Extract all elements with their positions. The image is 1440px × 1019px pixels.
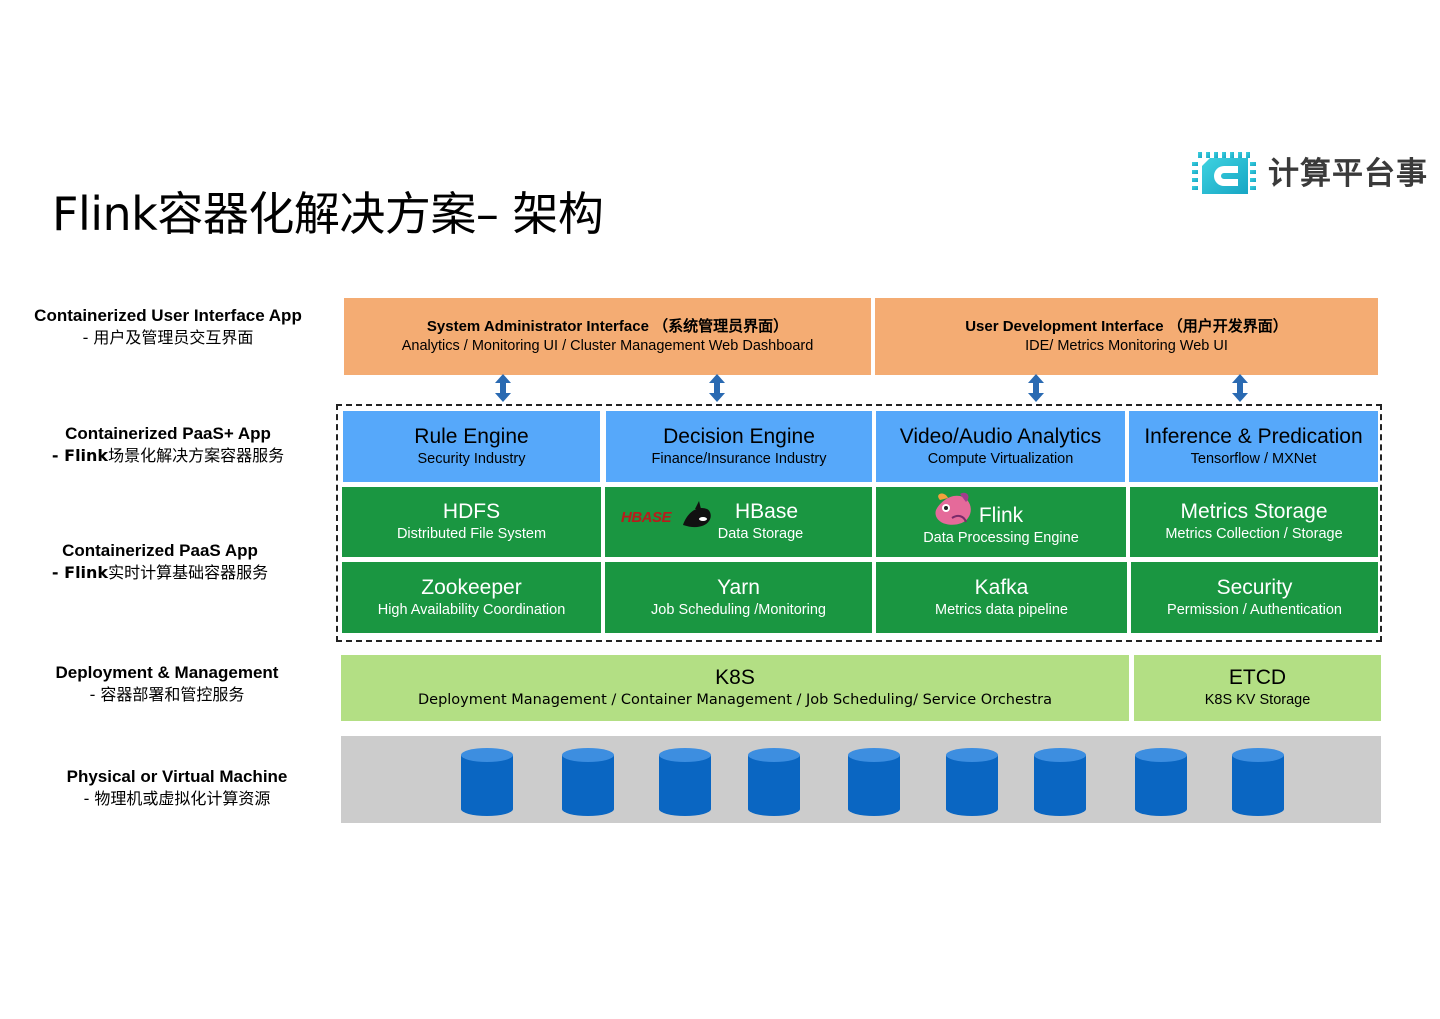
layer-label-subtitle: - 物理机或虚拟化计算资源 [83, 789, 271, 808]
user-development-interface-box: User Development Interface （用户开发界面） IDE/… [875, 298, 1378, 375]
database-cylinder-icon [659, 748, 711, 816]
layer-label-prefix: - Flink [51, 446, 109, 465]
box-subtitle: Distributed File System [396, 526, 547, 542]
security-box: Security Permission / Authentication [1131, 562, 1378, 633]
chip-c-logo-icon [1192, 152, 1256, 194]
double-arrow-icon [709, 374, 725, 402]
box-subtitle: Metrics Collection / Storage [1165, 526, 1343, 542]
flink-box: Flink Data Processing Engine [876, 487, 1126, 557]
box-title: User Development Interface （用户开发界面） [965, 318, 1288, 335]
layer-label-title: Physical or Virtual Machine [66, 767, 288, 786]
hbase-logo-text: HBASE [621, 509, 672, 526]
box-subtitle: Permission / Authentication [1167, 601, 1342, 618]
box-subtitle: Data Storage [717, 526, 804, 542]
database-cylinder-icon [562, 748, 614, 816]
layer-label-ui: Containerized User Interface App - 用户及管理… [8, 305, 328, 349]
box-subtitle: Analytics / Monitoring UI / Cluster Mana… [401, 338, 814, 354]
box-subtitle: Metrics data pipeline [935, 601, 1068, 618]
database-cylinder-icon [848, 748, 900, 816]
logo-text: 计算平台事 [1268, 156, 1428, 192]
database-cylinder-icon [946, 748, 998, 816]
box-title: Yarn [717, 575, 760, 599]
database-cylinder-icon [748, 748, 800, 816]
box-title: Rule Engine [414, 424, 529, 448]
database-cylinder-icon [1034, 748, 1086, 816]
rule-engine-box: Rule Engine Security Industry [343, 411, 600, 482]
box-title: Kafka [974, 575, 1029, 599]
box-title: ETCD [1228, 666, 1287, 689]
database-cylinder-icon [461, 748, 513, 816]
k8s-box: K8S Deployment Management / Container Ma… [341, 655, 1129, 721]
layer-label-prefix: - Flink [51, 563, 109, 582]
video-audio-analytics-box: Video/Audio Analytics Compute Virtualiza… [876, 411, 1125, 482]
box-subtitle: K8S KV Storage [1204, 692, 1311, 708]
hbase-logo: HBASE [621, 501, 713, 533]
double-arrow-icon [1232, 374, 1248, 402]
box-subtitle: Finance/Insurance Industry [651, 450, 827, 467]
layer-label-subtitle: 实时计算基础容器服务 [108, 563, 269, 582]
containerized-paas-group [336, 404, 1382, 642]
double-arrow-icon [1028, 374, 1044, 402]
box-title: Flink [978, 504, 1024, 527]
layer-label-subtitle: 场景化解决方案容器服务 [108, 446, 285, 465]
box-title: Security [1216, 575, 1293, 599]
box-title: Inference & Predication [1144, 424, 1363, 448]
layer-label-deploy: Deployment & Management - 容器部署和管控服务 [7, 662, 327, 706]
inference-predication-box: Inference & Predication Tensorflow / MXN… [1129, 411, 1378, 482]
box-title: Zookeeper [421, 575, 522, 599]
layer-label-title: Containerized PaaS App [62, 541, 258, 560]
box-subtitle: Deployment Management / Container Manage… [417, 692, 1053, 708]
layer-label-title: Containerized User Interface App [34, 306, 302, 325]
box-title: HDFS [442, 500, 501, 523]
layer-label-subtitle: - 用户及管理员交互界面 [82, 328, 254, 347]
box-subtitle: Data Processing Engine [923, 530, 1079, 546]
system-admin-interface-box: System Administrator Interface （系统管理员界面）… [344, 298, 871, 375]
etcd-box: ETCD K8S KV Storage [1134, 655, 1381, 721]
layer-label-machine: Physical or Virtual Machine - 物理机或虚拟化计算资… [17, 766, 337, 810]
database-cylinder-icon [1135, 748, 1187, 816]
box-subtitle: Job Scheduling /Monitoring [651, 601, 826, 618]
box-subtitle: Compute Virtualization [927, 450, 1074, 467]
metrics-storage-box: Metrics Storage Metrics Collection / Sto… [1130, 487, 1378, 557]
box-title: K8S [715, 666, 755, 689]
box-title: System Administrator Interface （系统管理员界面） [426, 318, 789, 335]
box-title: HBase [734, 500, 799, 523]
layer-label-paas: Containerized PaaS App - Flink实时计算基础容器服务 [0, 540, 320, 584]
box-title: Metrics Storage [1180, 500, 1328, 523]
box-title: Decision Engine [663, 424, 815, 448]
box-title: Video/Audio Analytics [899, 424, 1102, 448]
layer-label-subtitle: - 容器部署和管控服务 [89, 685, 245, 704]
box-subtitle: Security Industry [417, 450, 526, 467]
orca-icon [683, 501, 711, 528]
layer-label-paas-plus: Containerized PaaS+ App - Flink场景化解决方案容器… [8, 423, 328, 467]
flink-squirrel-icon [935, 492, 971, 525]
yarn-box: Yarn Job Scheduling /Monitoring [605, 562, 872, 633]
box-subtitle: IDE/ Metrics Monitoring Web UI [1025, 338, 1228, 354]
decision-engine-box: Decision Engine Finance/Insurance Indust… [606, 411, 872, 482]
kafka-box: Kafka Metrics data pipeline [876, 562, 1127, 633]
hbase-box: HBASE HBase Data Storage [605, 487, 872, 557]
layer-label-title: Containerized PaaS+ App [65, 424, 271, 443]
hdfs-box: HDFS Distributed File System [342, 487, 601, 557]
database-cylinder-icon [1232, 748, 1284, 816]
page-title: Flink容器化解决方案– 架构 [52, 187, 604, 241]
box-subtitle: High Availability Coordination [377, 601, 566, 618]
zookeeper-box: Zookeeper High Availability Coordination [342, 562, 601, 633]
layer-label-title: Deployment & Management [55, 663, 279, 682]
box-subtitle: Tensorflow / MXNet [1190, 450, 1317, 467]
double-arrow-icon [495, 374, 511, 402]
